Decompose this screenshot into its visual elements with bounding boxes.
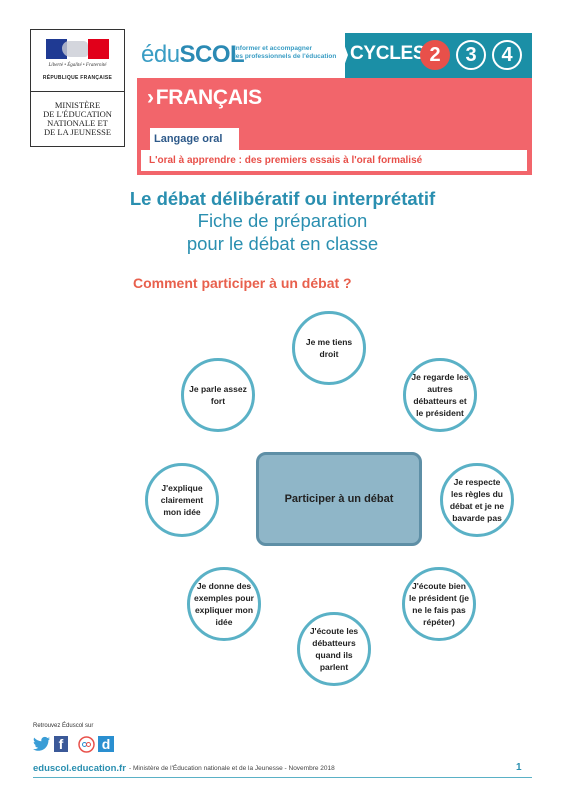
chevron-right-icon: ›	[147, 86, 154, 109]
cycle-4-badge: 4	[492, 40, 522, 70]
diagram-center: Participer à un débat	[256, 452, 422, 546]
section-heading: Comment participer à un débat ?	[133, 275, 352, 291]
diagram-node-ecoute-debatteurs: J'écoute les débatteurs quand ils parlen…	[297, 612, 371, 686]
follow-label: Retrouvez Éduscol sur	[33, 723, 94, 729]
marianne-flag-icon	[46, 39, 109, 59]
page-number: 1	[516, 762, 522, 773]
footer-divider	[33, 760, 532, 778]
diagram-node-explique: J'explique clairement mon idée	[145, 463, 219, 537]
cycles-label: CYCLES	[350, 43, 426, 64]
cycles-arrow-icon	[340, 33, 348, 77]
eduscol-tagline: Informer et accompagner les professionne…	[234, 45, 337, 60]
diagram-node-regarde: Je regarde les autres débatteurs et le p…	[403, 358, 477, 432]
facebook-icon[interactable]: f	[54, 736, 68, 752]
footer-text: - Ministère de l'Éducation nationale et …	[129, 765, 335, 772]
dailymotion-icon[interactable]: d	[98, 736, 114, 752]
twitter-icon[interactable]	[33, 736, 51, 752]
document-subtitle-line-2: pour le débat en classe	[186, 233, 379, 254]
footer-url[interactable]: eduscol.education.fr	[33, 763, 126, 774]
diagram-node-parle-fort: Je parle assez fort	[181, 358, 255, 432]
diagram-node-ecoute-president: J'écoute bien le président (je ne le fai…	[402, 567, 476, 641]
republic-name: RÉPUBLIQUE FRANÇAISE	[42, 75, 113, 81]
topic-subtitle: L'oral à apprendre : des premiers essais…	[141, 150, 527, 171]
document-subtitle-line-1: Fiche de préparation	[197, 210, 368, 231]
cycle-2-badge: 2	[420, 40, 450, 70]
cycle-3-badge: 3	[456, 40, 486, 70]
diagram-node-respecte: Je respecte les règles du débat et je ne…	[440, 463, 514, 537]
republic-motto: Liberté • Égalité • Fraternité	[48, 63, 107, 68]
subject-title: ›FRANÇAIS	[147, 86, 262, 109]
eduscol-logo[interactable]: éduSCOL	[141, 41, 245, 68]
eduscol-header: éduSCOL Informer et accompagner les prof…	[137, 33, 344, 78]
pinterest-icon[interactable]	[78, 736, 95, 753]
topic-tag: Langage oral	[150, 128, 239, 150]
document-title: Le débat délibératif ou interprétatif	[129, 188, 436, 209]
diagram-node-tiens-droit: Je me tiens droit	[292, 311, 366, 385]
republic-logo: Liberté • Égalité • Fraternité RÉPUBLIQU…	[31, 30, 124, 92]
diagram-node-exemples: Je donne des exemples pour expliquer mon…	[187, 567, 261, 641]
ministry-logo: Liberté • Égalité • Fraternité RÉPUBLIQU…	[30, 29, 125, 147]
ministry-name: MINISTÈRE DE L'ÉDUCATION NATIONALE ET DE…	[43, 100, 112, 137]
